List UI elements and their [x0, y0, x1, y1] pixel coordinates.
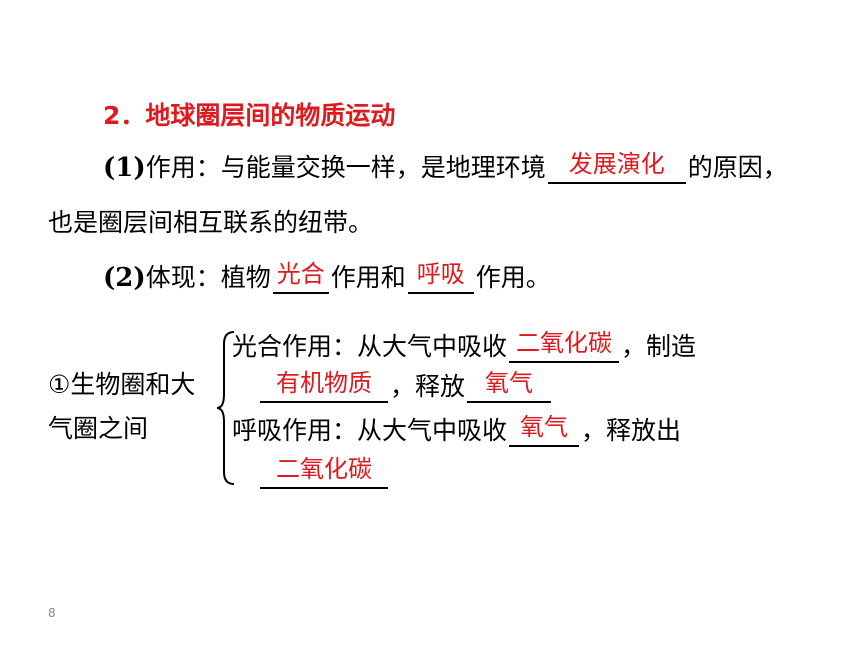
paragraph-1-text-a: 作用：与能量交换一样，是地理环境: [145, 153, 546, 182]
brace-icon: [216, 331, 235, 485]
paragraph-2-label: (2): [103, 263, 146, 293]
paragraph-1-label: (1): [103, 153, 146, 183]
answer-oxygen-release: 氧气: [485, 369, 534, 397]
blank-oxygen-absorb: 氧气: [509, 413, 580, 447]
item-1-marker-line-2: 气圈之间: [48, 414, 149, 443]
blank-organic-matter: 有机物质: [260, 369, 388, 403]
blank-respiration: 呼吸: [407, 260, 474, 294]
paragraph-2-text-c: 作用。: [475, 263, 551, 292]
answer-development: 发展演化: [568, 150, 665, 178]
photosynthesis-text-b: ，制造: [621, 332, 697, 361]
answer-photosynthesis: 光合: [276, 260, 325, 288]
section-heading: 2．地球圈层间的物质运动: [103, 101, 396, 130]
photosynthesis-text-c: ，释放: [390, 372, 466, 401]
paragraph-2-text-a: 体现：植物: [145, 263, 271, 292]
blank-oxygen-release: 氧气: [467, 369, 552, 403]
respiration-text-b: ，释放出: [581, 416, 682, 445]
respiration-line-2: 二氧化碳: [258, 455, 390, 489]
blank-co2-absorb: 二氧化碳: [509, 329, 620, 363]
blank-photosynthesis: 光合: [272, 260, 329, 294]
paragraph-1-text-b: 的原因，: [687, 153, 788, 182]
respiration-line-1: 呼吸作用：从大气中吸收氧气 ，释放出: [232, 413, 682, 447]
paragraph-1-line-2: 也是圈层间相互联系的纽带。: [48, 208, 374, 237]
photosynthesis-line-2: 有机物质 ，释放氧气: [258, 369, 553, 403]
paragraph-1-line-1: (1)作用：与能量交换一样，是地理环境发展演化的原因，: [103, 150, 788, 184]
paragraph-2-text-b: 作用和: [330, 263, 406, 292]
answer-organic-matter: 有机物质: [276, 369, 372, 397]
blank-development: 发展演化: [547, 150, 686, 184]
blank-co2-release: 二氧化碳: [260, 455, 388, 489]
answer-respiration: 呼吸: [416, 260, 465, 288]
photosynthesis-text-a: 光合作用：从大气中吸收: [232, 332, 508, 361]
paragraph-2: (2)体现：植物光合作用和呼吸作用。: [103, 260, 551, 294]
photosynthesis-line-1: 光合作用：从大气中吸收二氧化碳 ，制造: [232, 329, 697, 363]
answer-oxygen-absorb: 氧气: [520, 413, 569, 441]
answer-co2-release: 二氧化碳: [276, 455, 372, 483]
answer-co2-absorb: 二氧化碳: [516, 329, 613, 357]
page-number: 8: [48, 606, 56, 620]
item-1-marker: ①生物圈和大: [48, 370, 196, 399]
respiration-text-a: 呼吸作用：从大气中吸收: [232, 416, 508, 445]
